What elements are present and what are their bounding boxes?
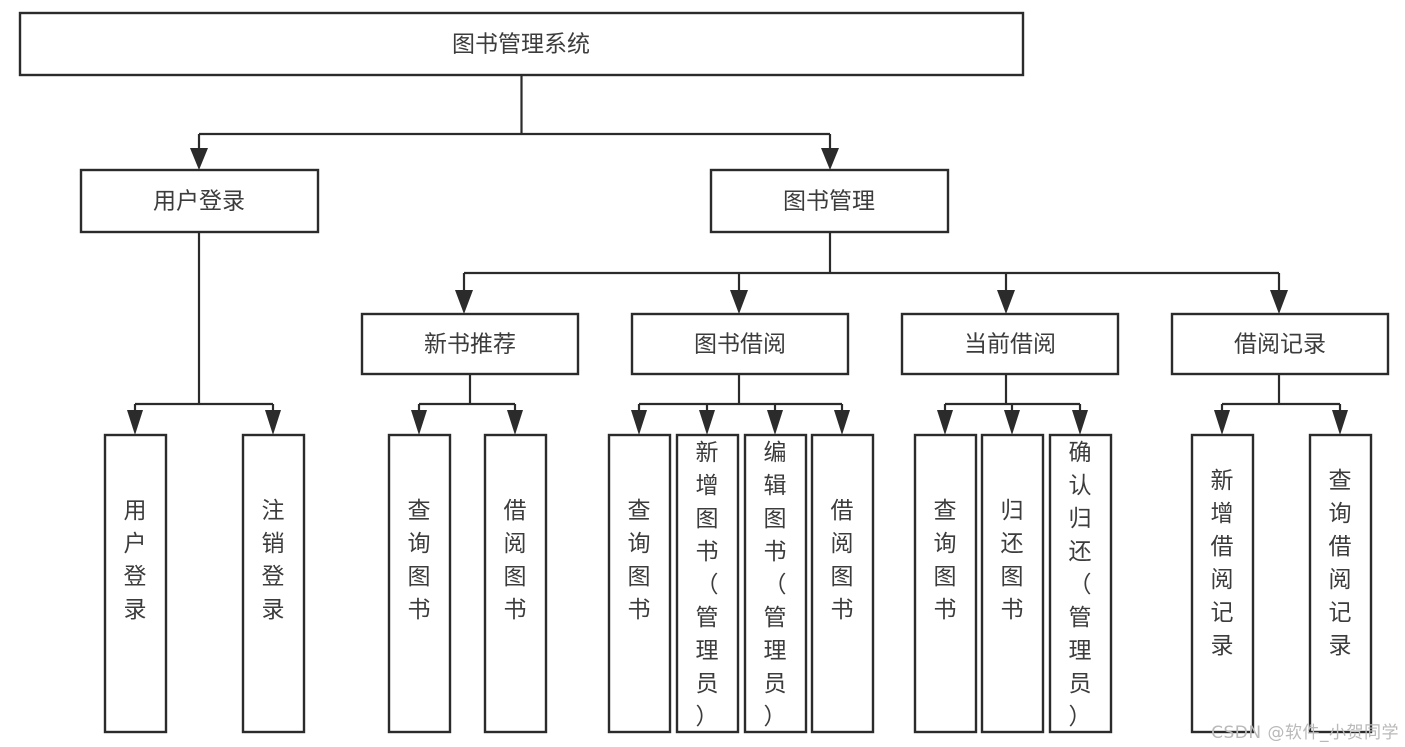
leaf-newbook-borrow-box[interactable] (483, 433, 548, 734)
node-root-box[interactable] (18, 11, 1025, 77)
leaf-borrow-edit-label: 编辑图书（管理员） (764, 440, 787, 730)
leaf-newbook-borrow[interactable]: 借阅图书 (483, 433, 548, 734)
leaf-borrow-add-label: 新增图书（管理员） (696, 440, 719, 730)
leaf-records-add[interactable]: 新增借阅记录 (1190, 433, 1255, 734)
arrow-head-borrow (730, 290, 748, 314)
leaf-borrow-lend-box[interactable] (810, 433, 875, 734)
node-root[interactable]: 图书管理系统 (18, 11, 1025, 77)
leaf-borrow-query-label: 查询图书 (628, 498, 651, 623)
node-newbook-label: 新书推荐 (424, 332, 516, 358)
leaf-borrow-query[interactable]: 查询图书 (607, 433, 672, 734)
arrow-head-bookmgmt (821, 148, 839, 170)
leaf-current-query-label: 查询图书 (934, 498, 957, 623)
leaf-newbook-query[interactable]: 查询图书 (387, 433, 452, 734)
leaf-records-query-box[interactable] (1308, 433, 1373, 734)
node-bookmgmt-box[interactable] (709, 168, 950, 234)
node-login[interactable]: 用户登录 (79, 168, 320, 234)
leaf-current-confirm[interactable]: 确认归还（管理员） (1048, 433, 1113, 734)
leaf-current-query-box[interactable] (913, 433, 978, 734)
leaf-records-query-label: 查询借阅记录 (1329, 468, 1352, 659)
leaf-user-logout-label: 注销登录 (262, 498, 285, 623)
arrow-head-leaf-newbook-query (411, 410, 427, 435)
arrow-head-records (1270, 290, 1288, 314)
leaf-current-return-label: 归还图书 (1001, 498, 1024, 623)
node-records[interactable]: 借阅记录 (1170, 312, 1390, 376)
node-borrow[interactable]: 图书借阅 (630, 312, 850, 376)
arrow-head-current (997, 290, 1015, 314)
leaf-newbook-borrow-label: 借阅图书 (504, 498, 527, 623)
connector-layer (127, 75, 1348, 435)
node-records-box[interactable] (1170, 312, 1390, 376)
leaf-current-return-box[interactable] (980, 433, 1045, 734)
arrow-head-leaf-newbook-borrow (507, 410, 523, 435)
arrow-head-leaf-user-logout (265, 410, 281, 435)
leaf-current-return[interactable]: 归还图书 (980, 433, 1045, 734)
leaf-user-login-label: 用户登录 (124, 498, 147, 623)
arrow-head-leaf-records-add (1214, 410, 1230, 435)
arrow-head-newbook (455, 290, 473, 314)
node-borrow-label: 图书借阅 (694, 332, 786, 358)
arrow-head-leaf-current-confirm (1072, 410, 1088, 435)
node-current[interactable]: 当前借阅 (900, 312, 1120, 376)
leaf-current-confirm-box[interactable] (1048, 433, 1113, 734)
leaf-current-confirm-label: 确认归还（管理员） (1069, 440, 1092, 730)
node-login-box[interactable] (79, 168, 320, 234)
leaf-records-add-label: 新增借阅记录 (1211, 468, 1234, 659)
node-bookmgmt[interactable]: 图书管理 (709, 168, 950, 234)
leaf-records-add-box[interactable] (1190, 433, 1255, 734)
node-login-label: 用户登录 (153, 189, 245, 215)
leaf-current-query[interactable]: 查询图书 (913, 433, 978, 734)
node-current-box[interactable] (900, 312, 1120, 376)
leaf-borrow-lend-label: 借阅图书 (831, 498, 854, 623)
arrow-head-leaf-borrow-add (699, 410, 715, 435)
leaf-borrow-lend[interactable]: 借阅图书 (810, 433, 875, 734)
node-bookmgmt-label: 图书管理 (783, 189, 875, 215)
node-newbook-box[interactable] (360, 312, 580, 376)
node-current-label: 当前借阅 (964, 332, 1056, 358)
arrow-head-leaf-current-query (937, 410, 953, 435)
leaf-borrow-edit[interactable]: 编辑图书（管理员） (743, 433, 808, 734)
leaf-borrow-edit-box[interactable] (743, 433, 808, 734)
node-newbook[interactable]: 新书推荐 (360, 312, 580, 376)
arrow-head-leaf-records-query (1332, 410, 1348, 435)
arrow-head-leaf-borrow-lend (834, 410, 850, 435)
arrow-head-leaf-borrow-edit (767, 410, 783, 435)
leaf-records-query[interactable]: 查询借阅记录 (1308, 433, 1373, 734)
leaf-borrow-add-box[interactable] (675, 433, 740, 734)
leaf-user-logout[interactable]: 注销登录 (241, 433, 306, 734)
leaf-borrow-add[interactable]: 新增图书（管理员） (675, 433, 740, 734)
node-records-label: 借阅记录 (1234, 332, 1326, 358)
arrow-head-leaf-borrow-query (631, 410, 647, 435)
arrow-head-login (190, 148, 208, 170)
leaf-newbook-query-box[interactable] (387, 433, 452, 734)
leaf-borrow-query-box[interactable] (607, 433, 672, 734)
leaf-user-login[interactable]: 用户登录 (103, 433, 168, 734)
leaf-user-login-box[interactable] (103, 433, 168, 734)
node-borrow-box[interactable] (630, 312, 850, 376)
leaf-newbook-query-label: 查询图书 (408, 498, 431, 623)
leaf-user-logout-box[interactable] (241, 433, 306, 734)
node-root-label: 图书管理系统 (452, 32, 590, 58)
arrow-head-leaf-current-return (1004, 410, 1020, 435)
arrow-head-leaf-user-login (127, 410, 143, 435)
